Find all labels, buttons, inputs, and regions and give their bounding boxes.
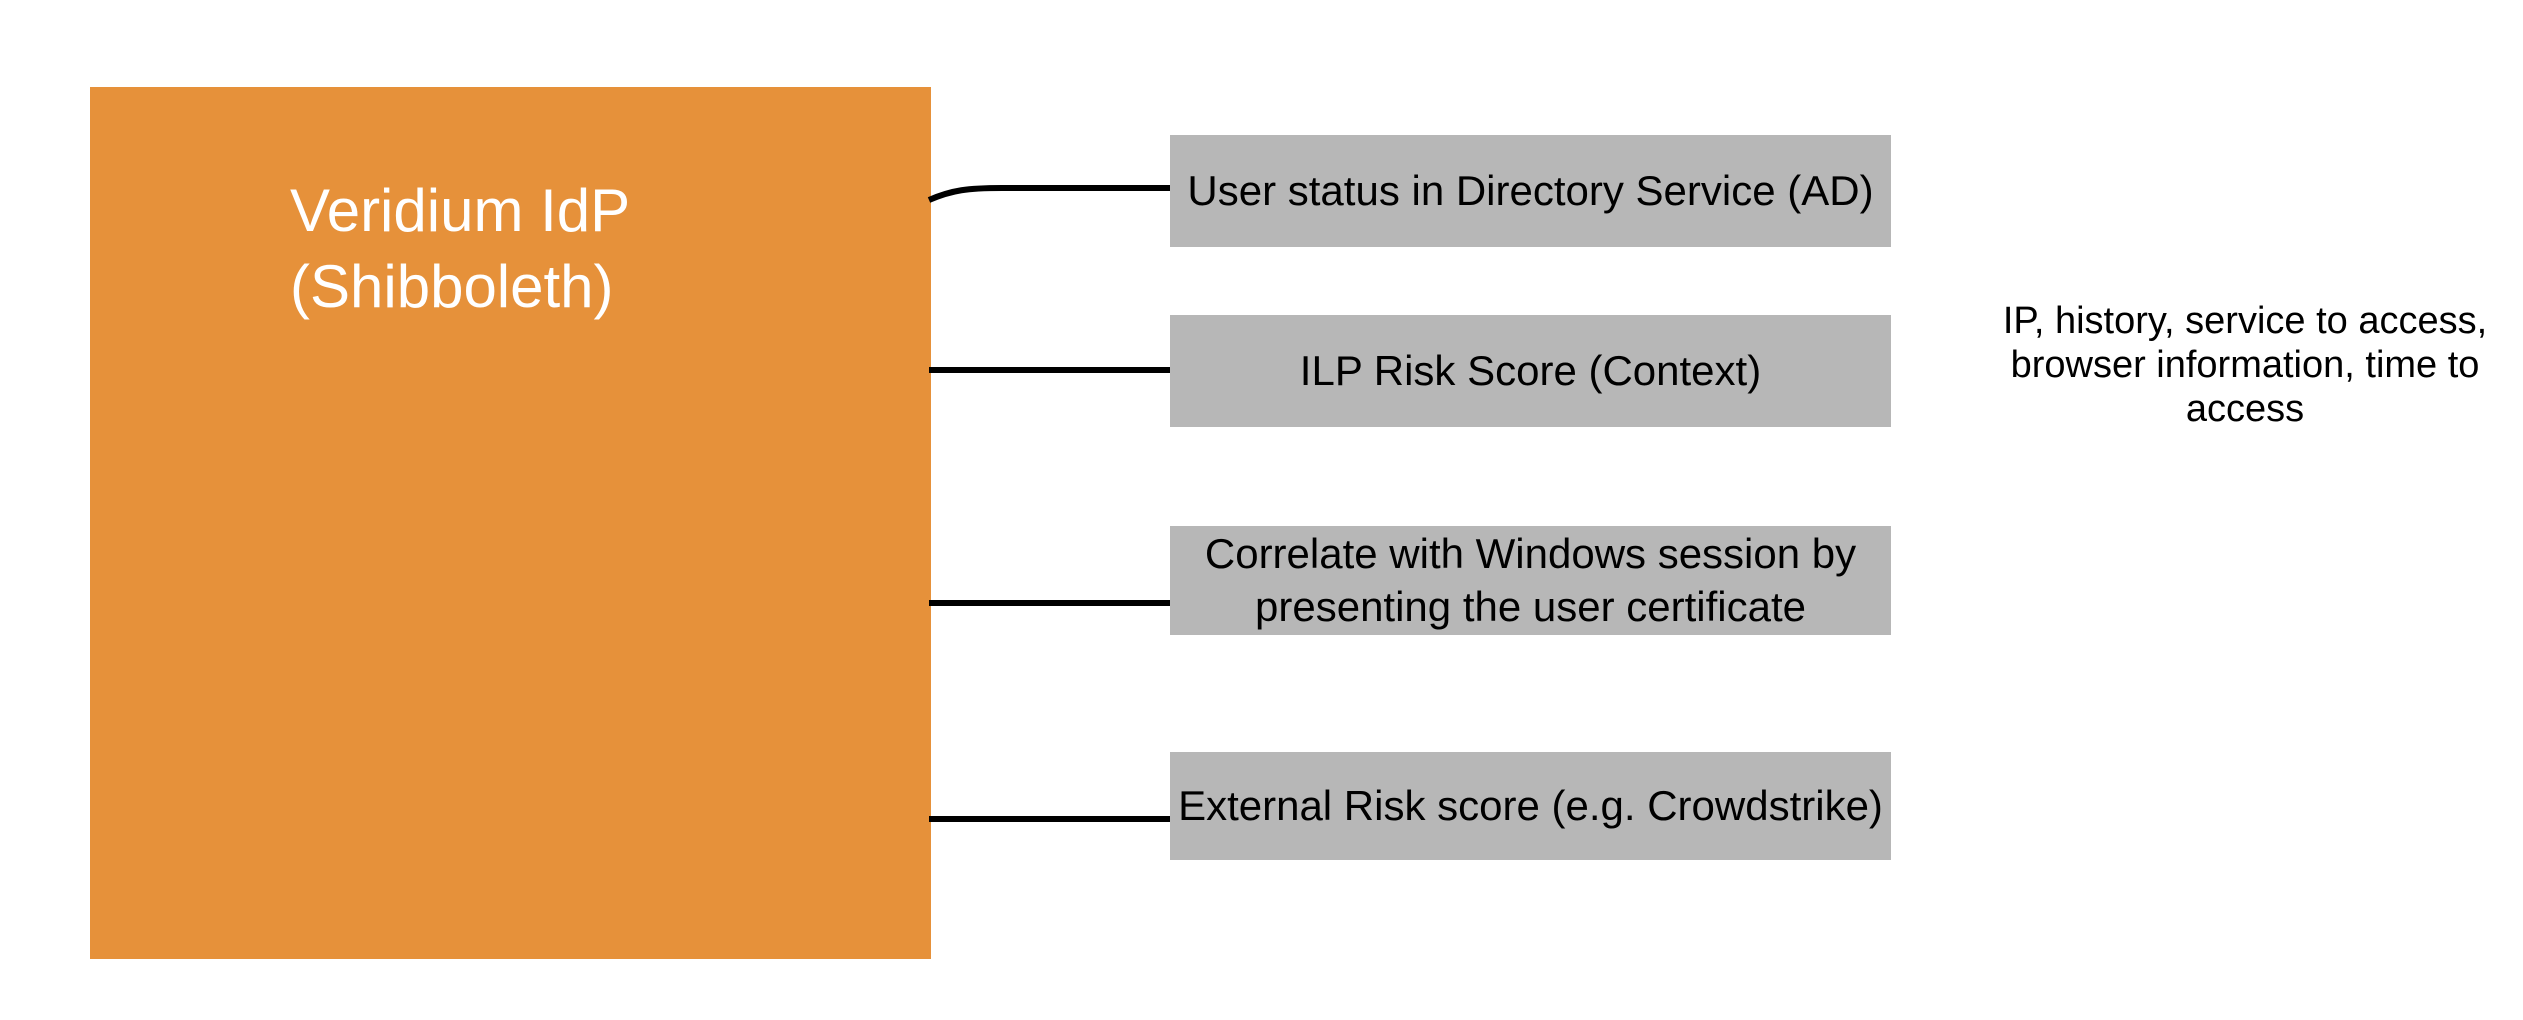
factor-box-windows-session: Correlate with Windows session by presen… bbox=[1170, 526, 1891, 635]
idp-title-line2: (Shibboleth) bbox=[290, 253, 614, 320]
side-note-context-attributes: IP, history, service to access, browser … bbox=[2002, 300, 2488, 430]
connector-line-1 bbox=[927, 185, 1172, 203]
idp-title: Veridium IdP (Shibboleth) bbox=[290, 173, 630, 325]
factor-box-ilp-risk-score: ILP Risk Score (Context) bbox=[1170, 315, 1891, 427]
factor-box-external-risk-score: External Risk score (e.g. Crowdstrike) bbox=[1170, 752, 1891, 860]
idp-title-line1: Veridium IdP bbox=[290, 177, 631, 244]
factor-box-label: User status in Directory Service (AD) bbox=[1187, 166, 1874, 214]
factor-box-label: ILP Risk Score (Context) bbox=[1299, 346, 1762, 394]
factor-box-user-status: User status in Directory Service (AD) bbox=[1170, 135, 1891, 247]
factor-box-label: External Risk score (e.g. Crowdstrike) bbox=[1178, 781, 1883, 829]
factor-box-label: Correlate with Windows session by presen… bbox=[1204, 530, 1857, 630]
idp-block: Veridium IdP (Shibboleth) bbox=[90, 87, 931, 959]
